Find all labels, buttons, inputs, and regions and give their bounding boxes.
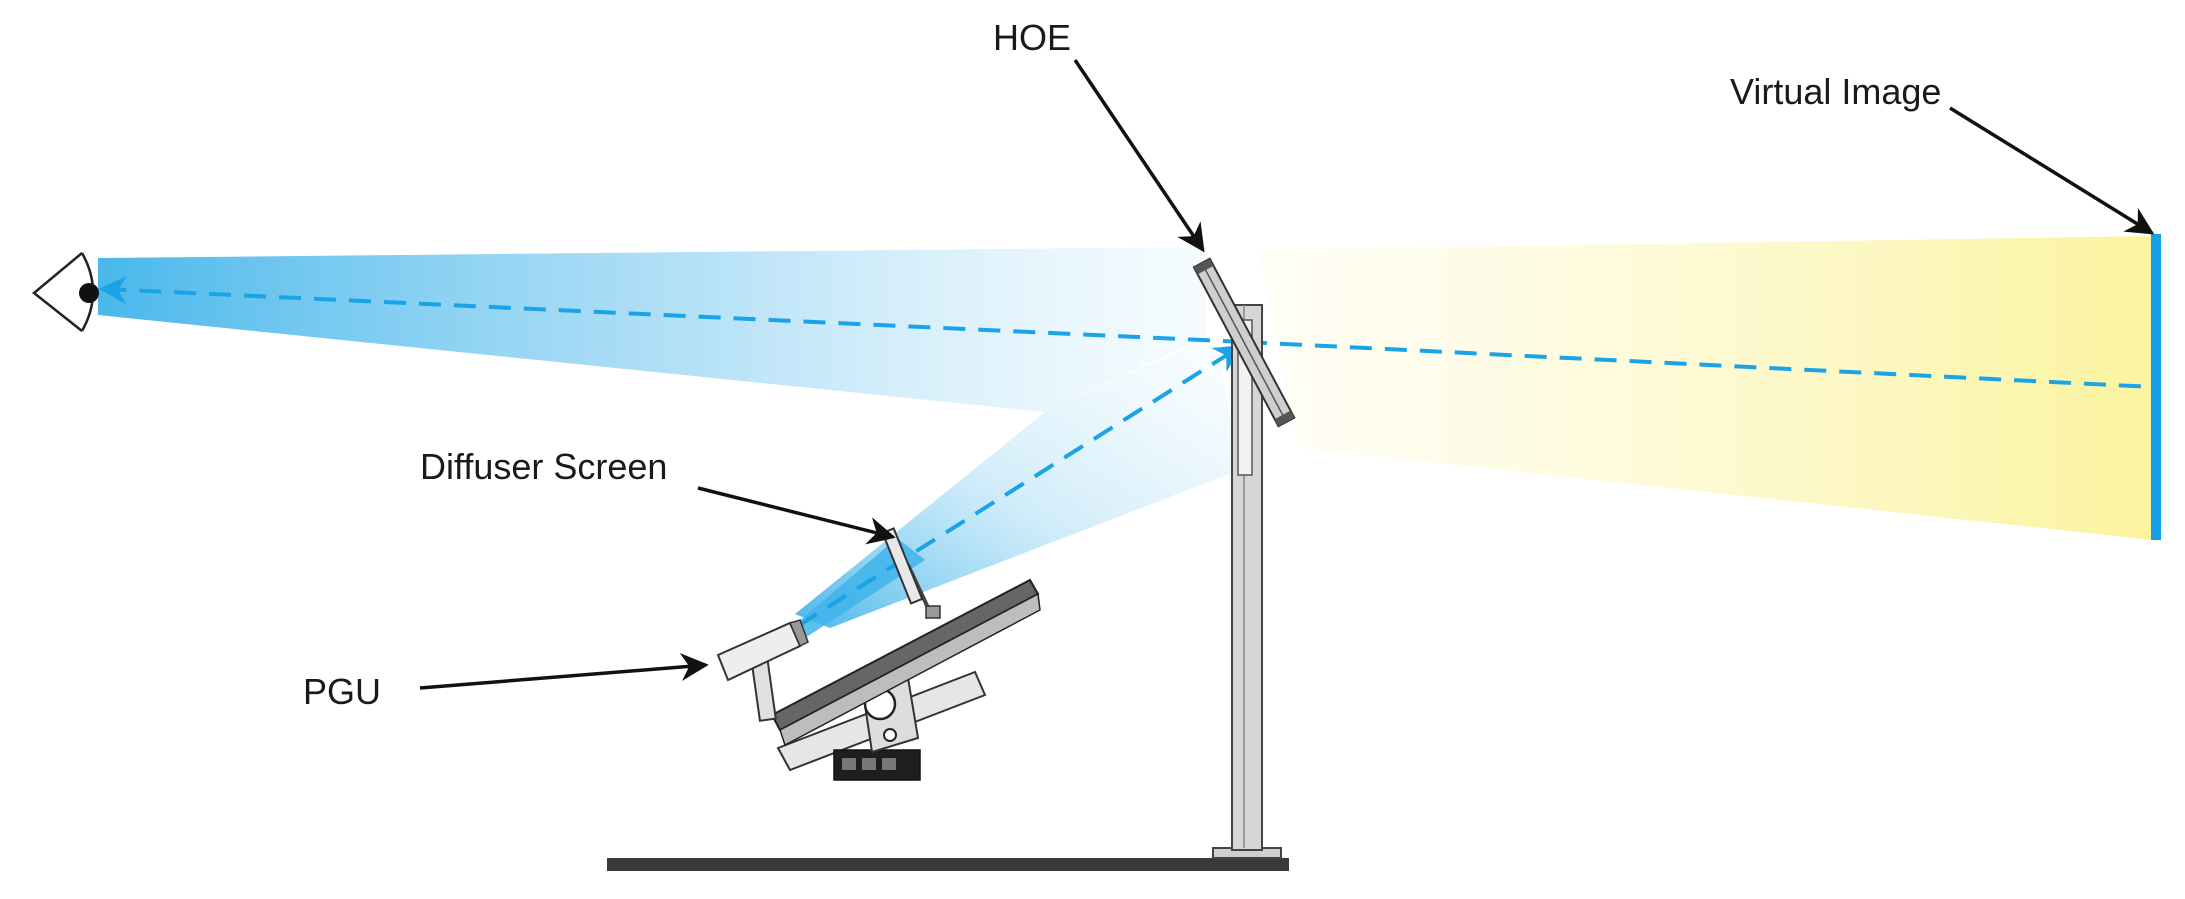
hoe-post <box>1212 304 1282 859</box>
hoe-element <box>1192 257 1296 428</box>
eyebox-beam <box>98 247 1208 412</box>
pgu-annotation-arrow <box>419 653 709 690</box>
ray-diffuser-to-hoe <box>796 345 1243 628</box>
diffuser-screen-label: Diffuser Screen <box>420 446 667 487</box>
pgu-assembly <box>716 564 1041 781</box>
virtual-image-label: Virtual Image <box>1730 71 1941 112</box>
ray-hoe-to-virtual-image <box>1244 340 2154 389</box>
virtual-image-annotation-arrow <box>1949 106 2155 235</box>
pgu-label: PGU <box>303 671 381 712</box>
base-plate <box>607 858 1289 871</box>
eye-icon <box>32 252 99 332</box>
hoe-annotation-arrow <box>1073 59 1205 253</box>
ray-hoe-to-eye <box>98 276 1246 344</box>
diffuser-annotation-arrow <box>697 486 896 545</box>
hoe-label: HOE <box>993 17 1071 58</box>
virtual-image-beam <box>1258 236 2153 540</box>
